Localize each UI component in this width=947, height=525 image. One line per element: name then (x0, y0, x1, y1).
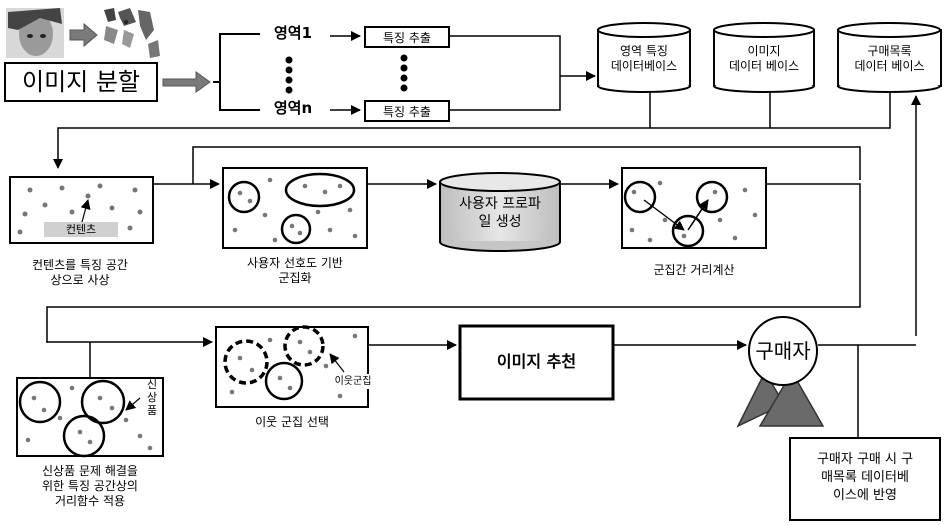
mapping-caption: 컨텐츠를 특징 공간 상으로 사상 (5, 258, 155, 288)
region-n-label: 영역n (263, 101, 323, 116)
gray-arrow-icon (163, 72, 210, 92)
db-to-content-connector (58, 92, 890, 168)
content-tag: 컨텐츠 (44, 222, 118, 237)
user-profile-label: 사용자 프로파 일 생성 (440, 195, 560, 231)
feature-extract-box-2: 특징 추출 (364, 100, 450, 122)
new-product-distance-box (17, 378, 163, 456)
image-split-label: 이미지 분할 (5, 67, 157, 97)
distance-caption: 군집간 거리계산 (618, 263, 770, 278)
gray-arrow-icon (70, 24, 97, 46)
segmented-image-thumbnail (104, 8, 160, 58)
feature-extract-label: 특징 추출 (383, 103, 431, 120)
buyer-label: 구매자 (749, 338, 817, 364)
feature-ellipsis-dots (401, 55, 408, 92)
purchase-reflect-label: 구매자 구매 시 구 매목록 데이터베 이스에 반영 (792, 451, 938, 505)
new-product-caption: 신상품 문제 해결을 위한 특징 공간상의 거리함수 적용 (10, 464, 170, 509)
preference-clustering-box (223, 168, 367, 248)
feature-to-db-connector (450, 36, 595, 110)
feature-extract-box-1: 특징 추출 (364, 26, 450, 48)
neighbor-cluster-tag: 이웃군집 (330, 374, 376, 389)
purchase-list-db-label: 구매목록 데이터 베이스 (838, 44, 941, 74)
new-product-tag: 신 상 품 (143, 378, 161, 417)
region-ellipsis-dots (286, 57, 293, 94)
cluster-distance-box (622, 168, 766, 248)
region-bracket (213, 34, 260, 110)
image-db-label: 이미지 데이터 베이스 (714, 44, 814, 74)
neighbor-caption: 이웃 군집 선택 (216, 415, 368, 430)
buyer-person-icon (738, 317, 823, 426)
clustering-caption: 사용자 선호도 기반 군집화 (218, 256, 372, 286)
image-recommend-label: 이미지 추천 (460, 351, 613, 373)
original-image-thumbnail (6, 8, 64, 58)
region-feature-db-label: 영역 특징 데이터베이스 (598, 44, 690, 74)
feature-extract-label: 특징 추출 (383, 29, 431, 46)
region-1-label: 영역1 (263, 26, 323, 41)
neighbor-cluster-box (216, 327, 368, 407)
